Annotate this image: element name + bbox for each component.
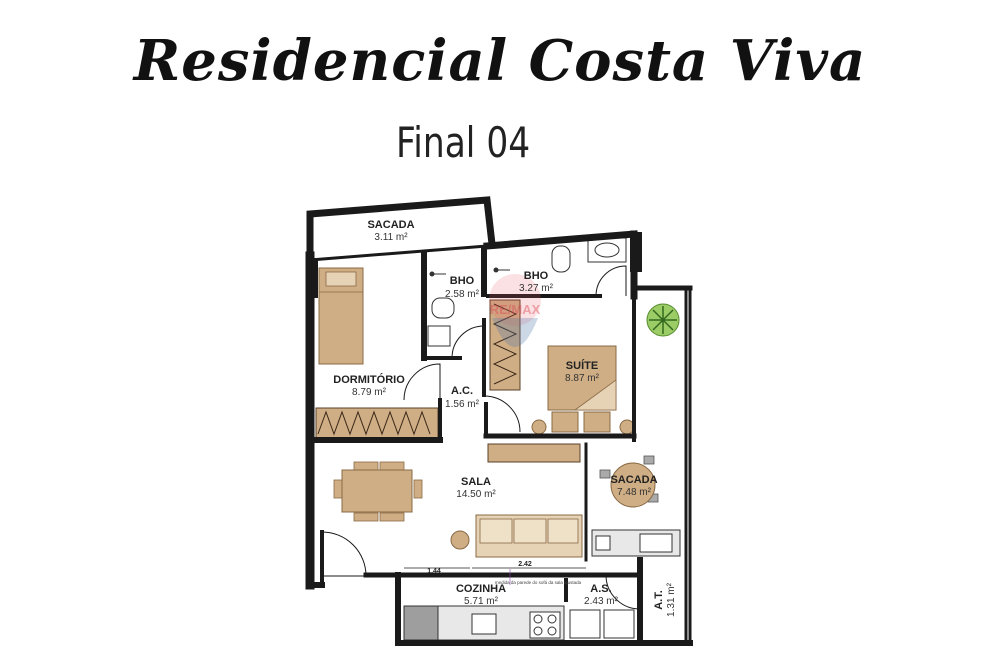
bed-suite [531,345,635,435]
room-area-suite: 8.87 m² [565,373,600,384]
laundry-tank [569,609,601,639]
walls [305,196,693,646]
room-name-sacada-top: SACADA [367,219,414,231]
balcony-table [599,455,659,508]
room-area-sacada-right: 7.48 m² [617,487,652,498]
toilet-bho1 [431,297,455,319]
doors [321,265,641,610]
room-name-dormitorio: DORMITÓRIO [333,373,405,386]
unit-subtitle: Final 04 [396,118,531,167]
room-area-at: 1.31 m² [666,582,677,617]
watermark-text: RE/MAX [490,302,541,317]
sink-bho2 [587,237,627,263]
room-name-bho1: BHO [450,275,475,287]
wardrobe-dormitorio [315,407,439,439]
column-left [306,258,318,298]
tv-console [487,443,581,463]
washing-machine [603,609,635,639]
room-area-as: 2.43 m² [584,596,619,607]
project-title: Residencial Costa Viva [133,28,867,94]
room-area-ac: 1.56 m² [445,399,480,410]
remax-watermark: RE/MAX [489,274,541,347]
dim-2: 2.42 [518,561,532,568]
furniture-layer [315,237,681,641]
room-area-sacada-top: 3.11 m² [374,232,408,243]
room-name-sacada-right: SACADA [610,474,657,486]
sink-bho1 [427,325,451,347]
room-area-bho1: 2.58 m² [445,289,480,300]
room-area-dormitorio: 8.79 m² [352,387,387,398]
fridge [403,605,439,641]
room-name-at: A.T. [653,590,665,610]
dim-note: medida da parede do sofá da sala ajustad… [495,580,582,585]
room-name-bho2: BHO [524,270,549,282]
room-area-bho2: 3.27 m² [519,283,554,294]
room-name-as: A.S. [590,583,611,595]
room-name-sala: SALA [461,476,491,488]
wardrobe-corridor [489,299,521,391]
sofa [475,514,583,558]
dimension-lines: 1.44 2.42 medida da parede do sofá da sa… [404,561,586,585]
bed-dormitorio [318,267,364,365]
kitchen-sink [471,613,497,635]
room-name-ac: A.C. [451,385,473,397]
room-name-cozinha: COZINHA [456,583,506,595]
shower-icon [429,271,446,277]
toilet-bho2 [551,245,571,273]
dim-1: 1.44 [427,568,441,575]
room-area-cozinha: 5.71 m² [464,596,499,607]
plant [646,303,680,337]
dining-table [333,461,423,522]
room-labels: SACADA 3.11 m² BHO 2.58 m² BHO 3.27 m² D… [333,219,677,617]
column-right [630,232,642,272]
stove [529,611,561,639]
room-name-suite: SUÍTE [566,359,598,372]
shower-icon-2 [493,267,510,273]
side-table [450,530,470,550]
room-area-sala: 14.50 m² [456,489,496,500]
